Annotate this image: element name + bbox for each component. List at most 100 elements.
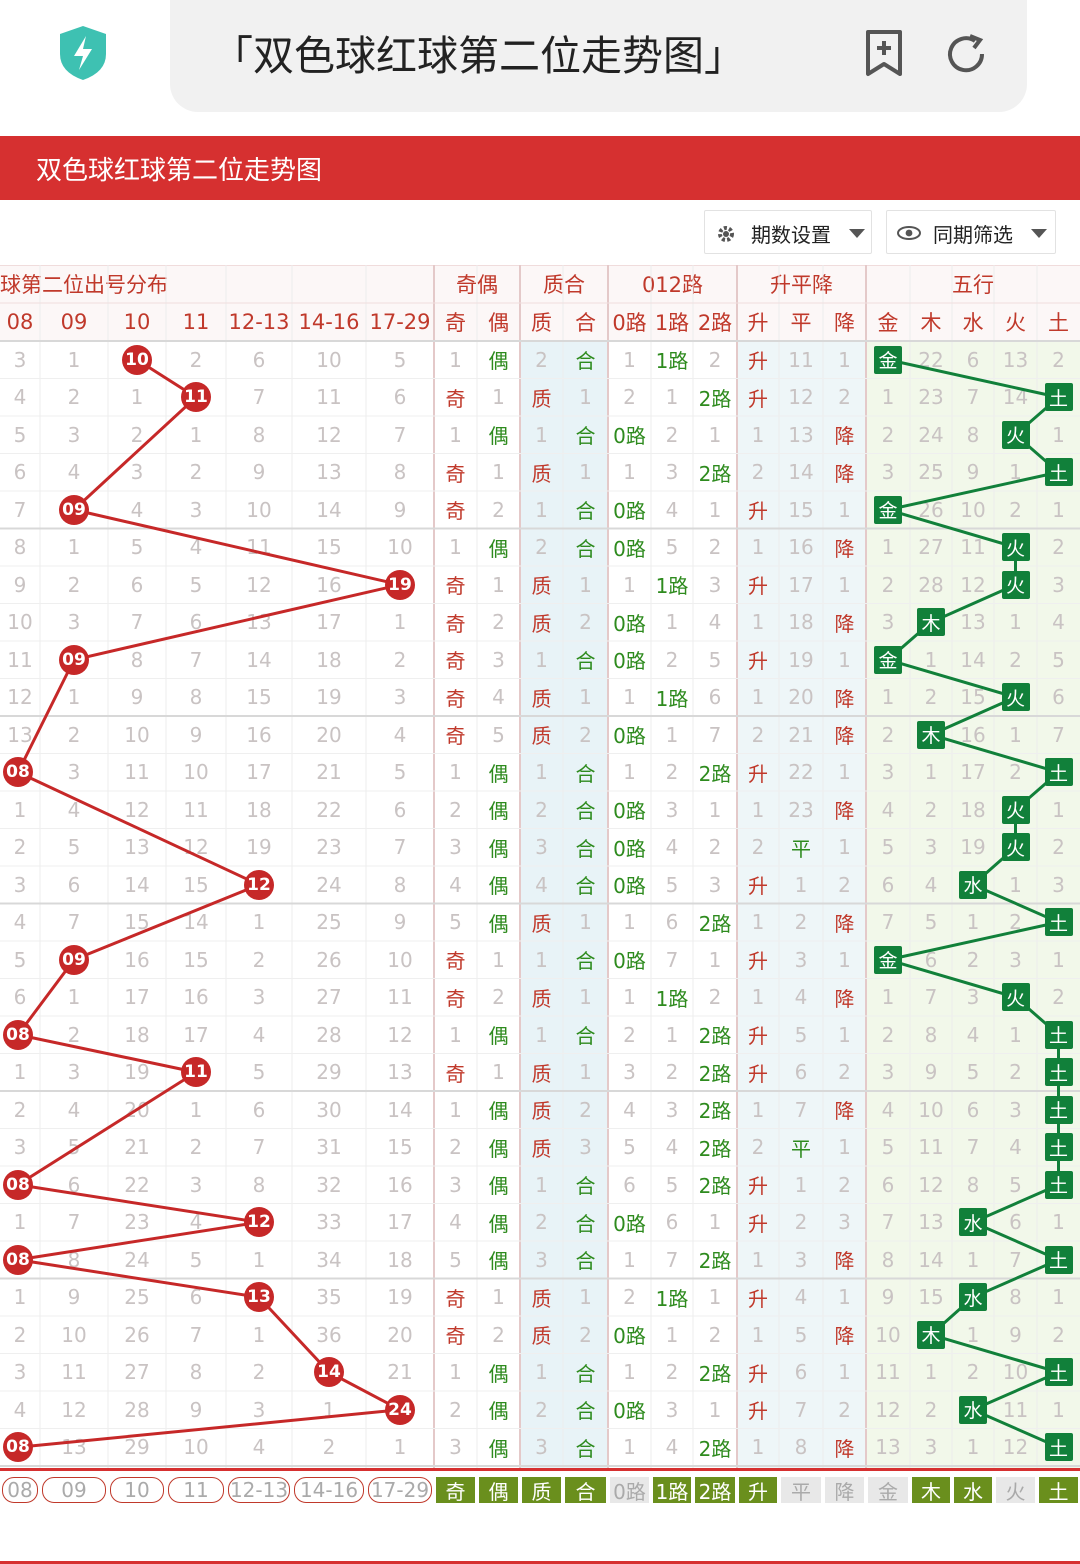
table-cell: 31 (316, 1135, 342, 1160)
filter-button[interactable]: 木 (912, 1477, 950, 1504)
filter-button[interactable]: 金 (868, 1477, 908, 1504)
table-cell: 质 (531, 386, 552, 411)
table-cell: 偶 (488, 1024, 509, 1049)
table-cell: 1路 (655, 686, 689, 711)
table-cell: 8 (393, 872, 407, 897)
table-cell: 13 (61, 1435, 87, 1460)
table-cell: 6 (13, 460, 27, 485)
filter-button[interactable]: 合 (565, 1477, 606, 1504)
table-cell: 合 (575, 536, 596, 561)
bookmark-add-icon[interactable] (862, 28, 906, 78)
filter-button[interactable]: 12-13 (228, 1477, 290, 1503)
five-element-marker: 土 (1044, 383, 1073, 412)
table-cell: 1 (492, 1285, 505, 1310)
filter-button[interactable]: 土 (1039, 1477, 1078, 1504)
filter-button[interactable]: 09 (42, 1477, 106, 1503)
table-cell: 16 (183, 985, 209, 1010)
filter-button[interactable]: 11 (168, 1477, 224, 1503)
table-cell: 1 (189, 1097, 203, 1122)
table-cell: 11 (918, 1135, 944, 1160)
table-cell: 1 (449, 422, 462, 447)
filter-button[interactable]: 10 (110, 1477, 164, 1503)
five-element-marker: 金 (874, 495, 902, 524)
table-cell: 3 (708, 572, 722, 597)
filter-button[interactable]: 水 (954, 1477, 992, 1504)
table-cell: 22 (788, 760, 814, 785)
table-cell: 2 (794, 910, 808, 935)
refresh-icon[interactable] (942, 30, 990, 78)
table-cell: 3 (535, 1247, 548, 1272)
filter-button[interactable]: 平 (781, 1477, 821, 1504)
five-element-marker: 火 (1001, 983, 1030, 1012)
page-banner: 双色球红球第二位走势图 (0, 136, 1080, 200)
table-cell: 3 (1052, 572, 1065, 597)
address-bar[interactable]: 「双色球红球第二位走势图」 (170, 0, 1027, 112)
table-cell: 2 (708, 835, 722, 860)
table-cell: 质 (531, 1286, 552, 1311)
period-filter-dropdown[interactable]: 同期筛选 (886, 210, 1056, 254)
table-cell: 20 (788, 685, 814, 710)
table-cell: 1 (623, 760, 636, 785)
table-cell: 降 (834, 1324, 855, 1349)
table-cell: 升 (748, 1174, 768, 1199)
table-cell: 1 (665, 1022, 679, 1047)
filter-button[interactable]: 奇 (436, 1477, 475, 1504)
table-cell: 1 (838, 1135, 851, 1160)
table-cell: 13 (788, 422, 814, 447)
table-cell: 4 (393, 722, 407, 747)
table-cell: 24 (918, 422, 944, 447)
table-cell: 2 (966, 1360, 980, 1385)
table-cell: 7 (252, 385, 266, 410)
table-cell: 7 (13, 497, 27, 522)
table-cell: 7 (708, 722, 722, 747)
table-cell: 3 (966, 985, 980, 1010)
table-cell: 1 (924, 1360, 938, 1385)
column-header: 0路 (612, 311, 647, 335)
table-cell: 2 (492, 985, 505, 1010)
filter-button[interactable]: 17-29 (368, 1477, 432, 1503)
five-element-marker: 火 (1001, 683, 1030, 712)
table-cell: 17 (387, 1210, 413, 1235)
table-cell: 4 (794, 985, 808, 1010)
table-cell: 降 (834, 1249, 855, 1274)
table-cell: 11 (387, 985, 413, 1010)
table-cell: 2 (1009, 647, 1022, 672)
filter-button[interactable]: 08 (2, 1477, 38, 1503)
table-cell: 8 (966, 422, 980, 447)
filter-button[interactable]: 升 (739, 1477, 777, 1504)
table-cell: 11 (788, 347, 814, 372)
table-cell: 2 (623, 1022, 636, 1047)
table-cell: 1 (838, 1360, 851, 1385)
table-cell: 5 (13, 947, 27, 972)
table-cell: 4 (189, 535, 203, 560)
table-cell: 奇 (445, 686, 466, 711)
filter-button[interactable]: 质 (522, 1477, 561, 1504)
table-cell: 0路 (613, 949, 646, 974)
filter-button[interactable]: 2路 (695, 1477, 735, 1504)
table-cell: 2路 (698, 1061, 732, 1086)
filter-button[interactable]: 火 (996, 1477, 1035, 1504)
filter-button[interactable]: 1路 (653, 1477, 691, 1504)
table-cell: 4 (881, 797, 895, 822)
table-cell: 18 (246, 797, 272, 822)
filter-button[interactable]: 偶 (479, 1477, 518, 1504)
table-cell: 2 (535, 1397, 548, 1422)
table-cell: 质 (531, 724, 552, 749)
filter-button[interactable]: 降 (825, 1477, 864, 1504)
table-cell: 偶 (488, 1249, 509, 1274)
table-cell: 3 (492, 647, 505, 672)
table-cell: 1 (579, 572, 592, 597)
lightning-shield-icon[interactable] (56, 24, 110, 82)
period-settings-dropdown[interactable]: 期数设置 (704, 210, 872, 254)
table-cell: 6 (623, 1172, 636, 1197)
table-cell: 升 (748, 386, 768, 411)
table-cell: 合 (575, 424, 596, 449)
table-cell: 1 (708, 947, 722, 972)
table-cell: 2 (1009, 1060, 1022, 1085)
table-cell: 奇 (445, 499, 466, 524)
table-cell: 0路 (613, 874, 646, 899)
filter-button[interactable]: 0路 (610, 1477, 649, 1504)
table-cell: 6 (966, 347, 980, 372)
filter-button[interactable]: 14-16 (294, 1477, 364, 1503)
five-element-marker: 土 (1044, 1433, 1073, 1462)
